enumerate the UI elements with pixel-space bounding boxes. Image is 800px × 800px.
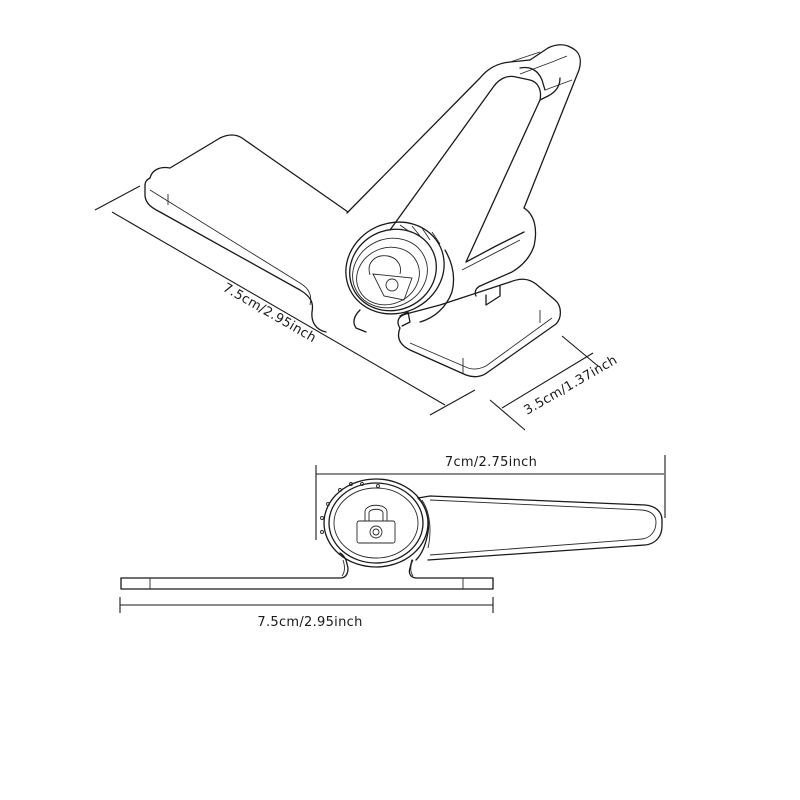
padlock-icon xyxy=(368,255,413,301)
hinge-dial xyxy=(345,221,455,333)
arm-length-dimension: 7cm/2.75inch xyxy=(315,455,666,540)
side-base-plate xyxy=(120,552,494,590)
side-arm xyxy=(415,495,663,561)
length-label: 7.5cm/2.95inch xyxy=(220,280,319,346)
isometric-view: 7.5cm/2.95inch 3.5cm/1.37inch xyxy=(94,44,621,431)
padlock-icon xyxy=(356,504,396,544)
arm-length-label: 7cm/2.75inch xyxy=(445,455,537,470)
base-length-label: 7.5cm/2.95inch xyxy=(257,615,362,630)
base-plate-left xyxy=(144,134,349,333)
base-length-dimension: 7.5cm/2.95inch xyxy=(119,597,494,630)
side-dial xyxy=(320,478,429,568)
width-dimension: 3.5cm/1.37inch xyxy=(489,335,621,431)
base-plate-right xyxy=(397,278,562,378)
width-label: 3.5cm/1.37inch xyxy=(522,353,621,419)
side-view: 7cm/2.75inch xyxy=(119,455,666,630)
locking-arm xyxy=(346,44,581,297)
length-dimension: 7.5cm/2.95inch xyxy=(94,185,476,416)
